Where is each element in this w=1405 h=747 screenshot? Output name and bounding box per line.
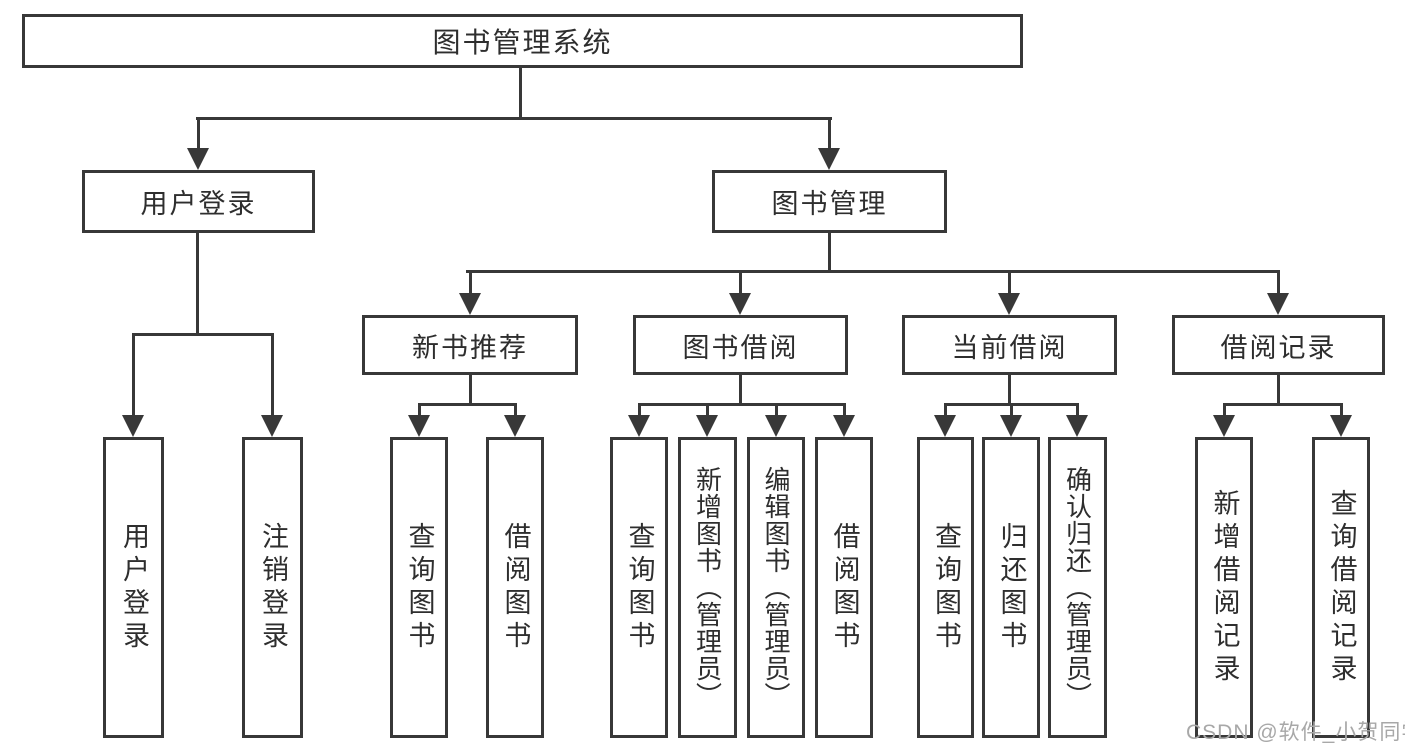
arrow-down-icon [408,415,430,437]
leaf-label: 借阅图书 [829,521,860,654]
node-label: 新书推荐 [412,332,528,363]
leaf-label: 确认归还（管理员） [1062,466,1093,709]
leaf-query-books: 查询图书 [917,437,974,738]
leaf-query-books: 查询图书 [610,437,668,738]
node-label: 图书管理 [771,189,888,219]
arrow-down-icon [1330,415,1352,437]
arrow-down-icon [998,293,1020,315]
arrow-shaft [739,270,742,294]
arrow-shaft [1340,403,1343,416]
arrow-down-icon [729,293,751,315]
node-library-management-system: 图书管理系统 [22,14,1023,68]
arrow-shaft [197,117,200,149]
arrow-shaft [1277,270,1280,294]
leaf-confirm-return-admin: 确认归还（管理员） [1048,437,1107,738]
leaf-label: 借阅图书 [500,521,531,654]
arrow-shaft [469,270,472,294]
node-borrowing-records: 借阅记录 [1172,315,1385,375]
leaf-borrow-books: 借阅图书 [486,437,544,738]
connector-hline [638,403,846,406]
arrow-shaft [1010,403,1013,416]
leaf-add-borrow-record: 新增借阅记录 [1195,437,1253,738]
arrow-down-icon [818,148,840,170]
connector-hline [1223,403,1343,406]
arrow-shaft [514,403,517,416]
leaf-label: 查询图书 [624,521,655,654]
connector-hline [196,117,832,120]
connector-vline [828,233,831,273]
arrow-shaft [828,117,831,149]
arrow-shaft [1008,270,1011,294]
arrow-down-icon [122,415,144,437]
leaf-label: 用户登录 [119,521,149,654]
arrow-down-icon [1000,415,1022,437]
leaf-query-books: 查询图书 [390,437,448,738]
leaf-logout-login: 注销登录 [242,437,303,738]
node-book-borrowing: 图书借阅 [633,315,848,375]
leaf-label: 新增图书（管理员） [692,466,723,709]
arrow-down-icon [504,415,526,437]
arrow-down-icon [628,415,650,437]
arrow-down-icon [1267,293,1289,315]
arrow-down-icon [187,148,209,170]
arrow-down-icon [833,415,855,437]
leaf-label: 查询借阅记录 [1326,488,1357,687]
arrow-shaft [706,403,709,416]
node-label: 借阅记录 [1220,332,1337,363]
leaf-label: 编辑图书（管理员） [761,466,791,709]
arrow-shaft [944,403,947,416]
connector-vline [739,375,742,406]
csdn-watermark: CSDN @软件_小贺同学 [1186,721,1405,744]
arrow-down-icon [459,293,481,315]
arrow-down-icon [765,415,787,437]
arrow-down-icon [261,415,283,437]
connector-hline [466,270,1279,273]
arrow-shaft [132,333,135,416]
node-user-login: 用户登录 [82,170,315,233]
node-book-management: 图书管理 [712,170,947,233]
node-label: 当前借阅 [951,332,1068,363]
connector-vline [1277,375,1280,406]
connector-hline [418,403,517,406]
connector-vline [469,375,472,406]
node-label: 用户登录 [140,189,257,219]
leaf-label: 查询图书 [931,521,961,654]
arrow-down-icon [696,415,718,437]
arrow-shaft [271,333,274,416]
arrow-down-icon [1066,415,1088,437]
node-label: 图书借阅 [682,332,799,363]
connector-vline [196,233,199,336]
leaf-label: 注销登录 [258,521,288,654]
leaf-add-books-admin: 新增图书（管理员） [678,437,737,738]
connector-vline [1008,375,1011,406]
arrow-shaft [638,403,641,416]
arrow-shaft [1076,403,1079,416]
leaf-edit-books-admin: 编辑图书（管理员） [747,437,805,738]
arrow-shaft [1223,403,1226,416]
connector-vline [519,68,522,119]
leaf-user-login: 用户登录 [103,437,164,738]
leaf-borrow-books: 借阅图书 [815,437,873,738]
connector-hline [132,333,274,336]
leaf-query-borrow-record: 查询借阅记录 [1312,437,1370,738]
arrow-shaft [843,403,846,416]
node-current-borrowing: 当前借阅 [902,315,1117,375]
leaf-label: 归还图书 [996,521,1027,654]
leaf-label: 新增借阅记录 [1209,488,1240,687]
arrow-down-icon [934,415,956,437]
node-label: 图书管理系统 [432,27,613,58]
arrow-shaft [418,403,421,416]
node-new-book-recommendation: 新书推荐 [362,315,578,375]
leaf-return-books: 归还图书 [982,437,1040,738]
leaf-label: 查询图书 [404,521,435,654]
arrow-shaft [775,403,778,416]
arrow-down-icon [1213,415,1235,437]
